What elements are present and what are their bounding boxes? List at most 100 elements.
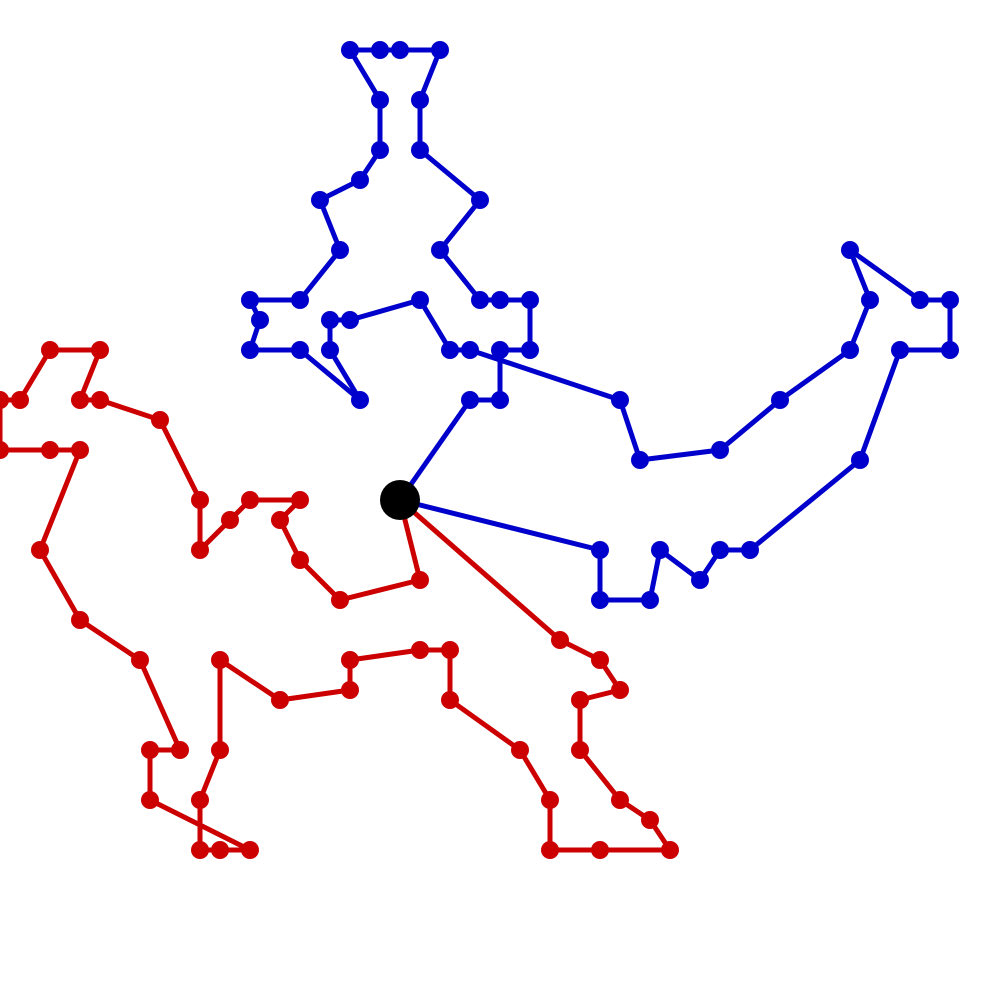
route-red-edge (447, 697, 523, 753)
route-red-stop (11, 391, 29, 409)
route-red-stop (71, 441, 89, 459)
route-blue-stop (441, 341, 459, 359)
route-blue-stop (251, 311, 269, 329)
route-blue-stop (291, 341, 309, 359)
route-red-stop (211, 841, 229, 859)
route-red-stop (571, 741, 589, 759)
route-red-stop (191, 791, 209, 809)
route-red-stop (41, 341, 59, 359)
route-red-stop (541, 841, 559, 859)
route-blue-edge (327, 347, 363, 403)
route-blue-stop (691, 571, 709, 589)
route-blue-edge (417, 147, 483, 203)
route-blue-edge (847, 247, 923, 303)
route-red-stop (171, 741, 189, 759)
route-blue-stop (851, 451, 869, 469)
route-red-stop (411, 571, 429, 589)
route-blue-stop (741, 541, 759, 559)
route-blue-edge (747, 457, 863, 553)
route-blue-stop (711, 441, 729, 459)
route-blue-edge (347, 297, 423, 323)
route-blue-stop (341, 311, 359, 329)
route-red-stop (611, 791, 629, 809)
route-blue-edge (397, 497, 603, 553)
route-blue-stop (941, 291, 959, 309)
route-blue-stop (771, 391, 789, 409)
route-red-stop (221, 511, 239, 529)
route-red-stop (641, 811, 659, 829)
route-blue-edge (347, 47, 383, 103)
route-blue-edge (437, 197, 483, 253)
route-blue-stop (941, 341, 959, 359)
route-red-stop (241, 491, 259, 509)
route-blue-edge (397, 397, 473, 503)
route-blue-stop (591, 591, 609, 609)
route-blue-stop (711, 541, 729, 559)
route-red-edge (397, 497, 563, 643)
route-red-stop (571, 691, 589, 709)
route-blue-stop (351, 171, 369, 189)
route-blue-edge (717, 397, 783, 453)
route-red-stop (611, 681, 629, 699)
route-red-stop (41, 441, 59, 459)
route-red-stop (241, 841, 259, 859)
route-red-stop (661, 841, 679, 859)
route-blue-edge (417, 297, 453, 353)
route-blue-stop (891, 341, 909, 359)
route-red-stop (551, 631, 569, 649)
route-blue-stop (411, 141, 429, 159)
route-red-edge (277, 687, 353, 703)
route-red-stop (331, 591, 349, 609)
route-red-edge (337, 577, 423, 603)
route-blue-stop (411, 291, 429, 309)
route-red-stop (141, 791, 159, 809)
route-red-stop (91, 391, 109, 409)
route-blue-stop (431, 41, 449, 59)
route-blue-stop (631, 451, 649, 469)
route-blue-stop (471, 291, 489, 309)
route-red-stop (591, 841, 609, 859)
route-red-stop (441, 641, 459, 659)
route-red-stop (31, 541, 49, 559)
route-blue-stop (861, 291, 879, 309)
route-blue-edge (617, 397, 643, 463)
route-blue-edge (637, 447, 723, 463)
route-blue-stop (331, 241, 349, 259)
route-blue-stop (321, 341, 339, 359)
route-red-stop (191, 841, 209, 859)
route-red-edge (37, 447, 83, 553)
route-red-stop (591, 651, 609, 669)
route-blue-stop (591, 541, 609, 559)
route-red (0, 341, 679, 859)
route-blue-stop (521, 291, 539, 309)
route-red-stop (211, 651, 229, 669)
route-blue-stop (371, 91, 389, 109)
route-blue-stop (371, 41, 389, 59)
depot-node (380, 480, 420, 520)
route-blue-stop (651, 541, 669, 559)
route-blue-stop (241, 341, 259, 359)
route-red-stop (441, 691, 459, 709)
route-red-edge (77, 617, 143, 663)
route-red-stop (271, 511, 289, 529)
route-blue-stop (521, 341, 539, 359)
route-red-edge (577, 747, 623, 803)
routes-layer (0, 41, 959, 859)
route-blue-stop (241, 291, 259, 309)
route-red-stop (541, 791, 559, 809)
route-blue-stop (611, 391, 629, 409)
route-blue-stop (471, 191, 489, 209)
route-blue-stop (321, 311, 339, 329)
route-red-edge (17, 347, 53, 403)
route-blue-edge (467, 347, 623, 403)
route-red-stop (511, 741, 529, 759)
route-red-stop (271, 691, 289, 709)
route-blue-edge (297, 347, 363, 403)
route-red-edge (157, 417, 203, 503)
route-red-edge (137, 657, 183, 753)
route-blue-stop (391, 41, 409, 59)
route-red-stop (0, 441, 9, 459)
route-red-stop (131, 651, 149, 669)
route-blue-stop (291, 291, 309, 309)
route-blue-stop (911, 291, 929, 309)
